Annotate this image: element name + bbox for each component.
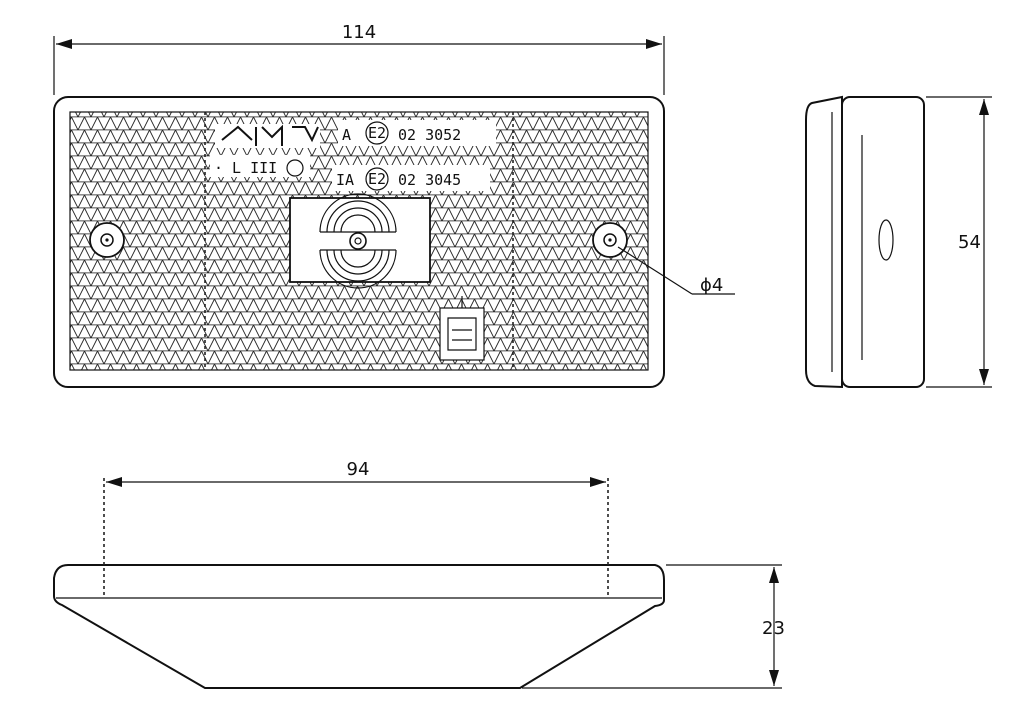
material-mark [439,296,485,361]
reflex-pattern-area [69,111,649,371]
approval-2-e-mark: E2 [368,170,386,188]
side-view-flange [805,95,843,389]
reflector-body-outline [53,96,665,388]
dimension-hole-spacing: 94 [106,459,606,487]
mounting-hole-right [592,222,628,258]
side-view: 54 [805,95,992,389]
manufacturer-logo: · L III [210,124,320,177]
mounting-hole-left [89,222,125,258]
svg-text:· L III: · L III [214,159,277,177]
approval-marking-1: A E2 02 3052 [338,120,496,146]
height-label: 54 [958,232,981,253]
approval-marking-2: IA E2 02 3045 [332,165,490,191]
approval-1-prefix: A [342,126,351,144]
dimension-height: 54 [926,96,992,388]
approval-2-code: 02 3045 [398,171,461,189]
dimension-depth: 23 [522,564,785,689]
overall-width-label: 114 [342,22,376,43]
center-plate [289,193,431,289]
dimension-hole-diameter: ϕ4 [617,246,735,296]
bottom-view: 94 23 [53,459,785,689]
side-view-hole [878,219,894,261]
approval-1-e-mark: E2 [368,124,386,142]
dimension-overall-width: 114 [53,22,665,95]
bottom-view-outline [53,564,665,689]
approval-1-code: 02 3052 [398,126,461,144]
front-view: · L III A E2 02 3052 IA E2 02 3045 [53,22,735,388]
side-view-body [841,96,925,388]
hole-diameter-label: ϕ4 [700,275,723,296]
approval-2-prefix: IA [336,171,354,189]
hole-spacing-label: 94 [347,459,370,480]
depth-label: 23 [762,618,785,639]
